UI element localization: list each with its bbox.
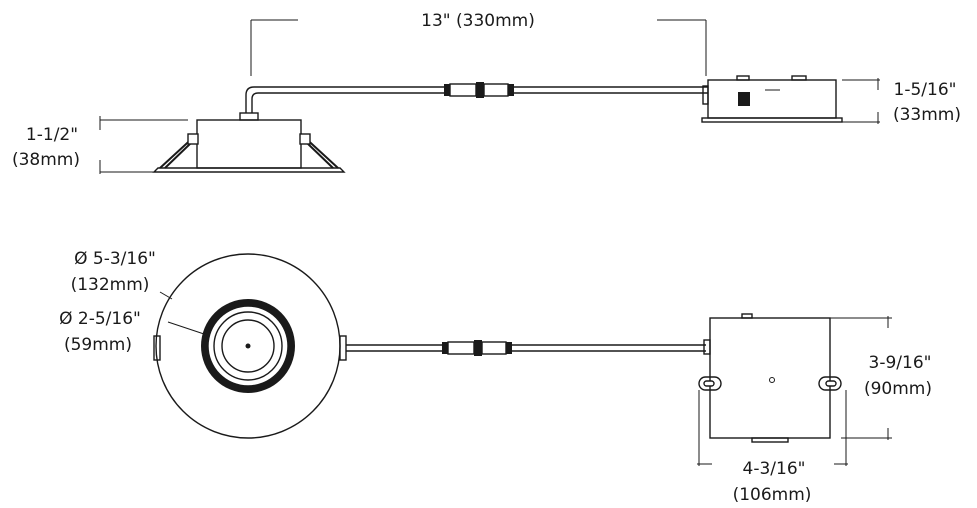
fixture-height-metric-label: (38mm)	[12, 150, 80, 170]
fixture-top-body	[153, 253, 347, 439]
fixture-height-imperial-label: 1-1/2"	[26, 125, 78, 145]
driver-box-side	[701, 75, 843, 123]
box-depth-dimension: 3-9/16" (90mm)	[830, 316, 932, 440]
side-view: 13" (330mm)	[12, 11, 961, 174]
cable-length-label: 13" (330mm)	[421, 11, 535, 31]
trim-diameter-metric-label: (132mm)	[71, 275, 150, 295]
driver-box-top	[698, 313, 842, 443]
fixture-side-body	[152, 112, 346, 173]
trim-diameter-dimension: Ø 5-3/16" (132mm)	[71, 249, 173, 300]
box-width-dimension: 4-3/16" (106mm)	[697, 390, 848, 505]
top-cable	[346, 340, 706, 356]
box-height-dimension: 1-5/16" (33mm)	[842, 78, 961, 125]
fixture-height-dimension: 1-1/2" (38mm)	[12, 116, 188, 174]
box-width-metric-label: (106mm)	[733, 485, 812, 505]
box-depth-metric-label: (90mm)	[864, 379, 932, 399]
side-cable	[245, 82, 708, 113]
box-height-imperial-label: 1-5/16"	[894, 80, 957, 100]
top-view: Ø 5-3/16" (132mm) Ø 2-5/16" (59mm)	[59, 249, 932, 505]
aperture-diameter-imperial-label: Ø 2-5/16"	[59, 309, 141, 329]
aperture-diameter-metric-label: (59mm)	[64, 335, 132, 355]
box-height-metric-label: (33mm)	[893, 105, 961, 125]
cable-length-dimension: 13" (330mm)	[250, 11, 707, 76]
box-width-imperial-label: 4-3/16"	[743, 459, 806, 479]
box-depth-imperial-label: 3-9/16"	[869, 353, 932, 373]
trim-diameter-imperial-label: Ø 5-3/16"	[74, 249, 156, 269]
aperture-diameter-dimension: Ø 2-5/16" (59mm)	[59, 309, 211, 355]
